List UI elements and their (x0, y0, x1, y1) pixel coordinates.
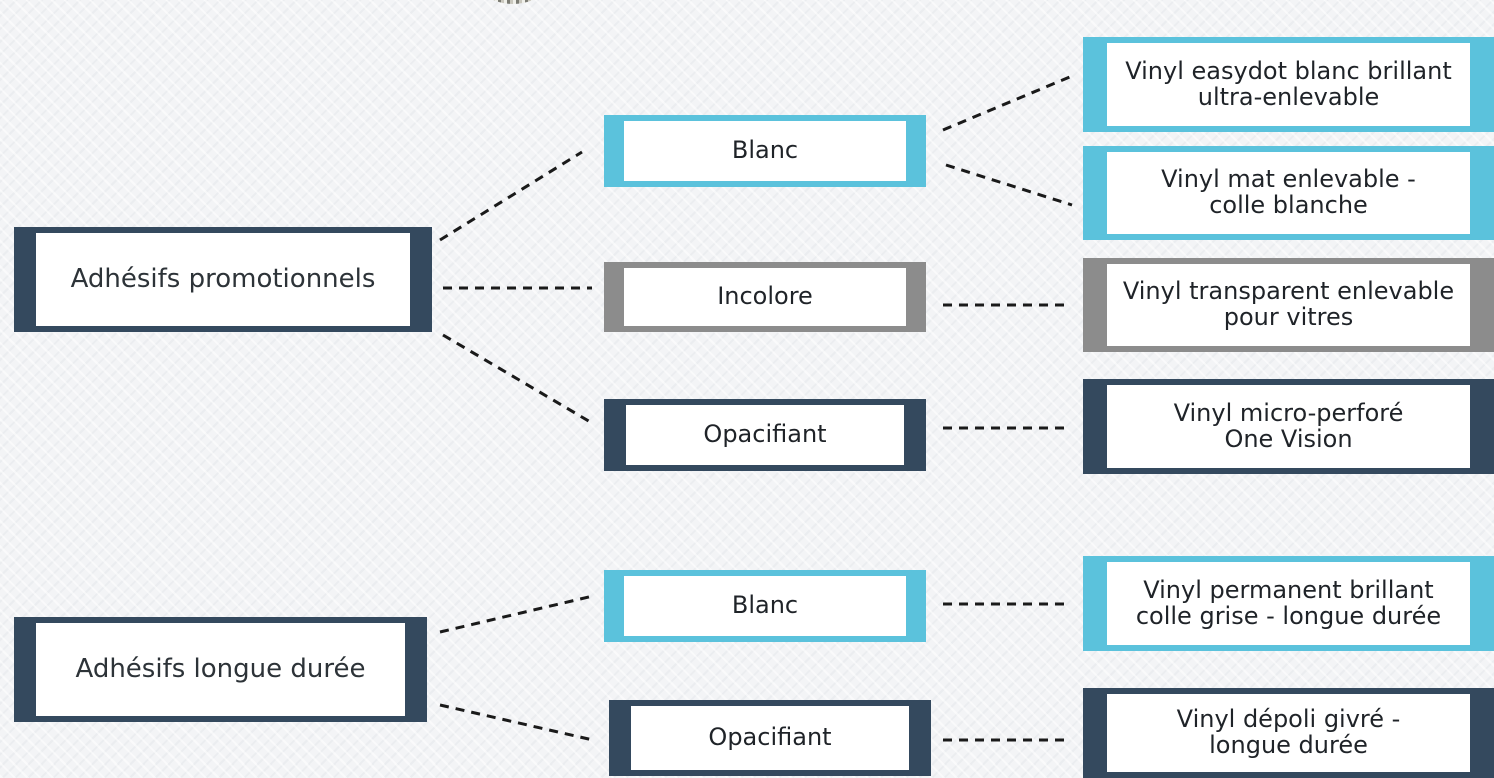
branch-opacifiant: Opacifiant (604, 399, 926, 471)
connector (439, 594, 594, 634)
branch-incolore: Incolore (604, 262, 926, 332)
category-longue-duree: Adhésifs longue durée (14, 617, 427, 722)
connector (945, 163, 1073, 207)
branch-label: Blanc (731, 591, 799, 620)
product-permanent-brillant: Vinyl permanent brillant colle grise - l… (1083, 556, 1494, 651)
branch-blanc: Blanc (604, 115, 926, 187)
product-transparent: Vinyl transparent enlevable pour vitres (1083, 258, 1494, 352)
branch-label: Incolore (717, 282, 813, 311)
branch-blanc: Blanc (604, 570, 926, 642)
branch-label: Opacifiant (703, 420, 827, 449)
product-label: Vinyl easydot blanc brillant ultra-enlev… (1125, 56, 1452, 111)
branch-opacifiant: Opacifiant (609, 700, 931, 776)
connector (439, 703, 594, 742)
connector (439, 150, 583, 242)
product-micro-perfore: Vinyl micro-perforé One Vision (1083, 379, 1494, 474)
product-label: Vinyl transparent enlevable pour vitres (1122, 277, 1455, 331)
product-label: Vinyl permanent brillant colle grise - l… (1135, 575, 1442, 630)
branch-label: Opacifiant (708, 723, 832, 752)
product-label: Vinyl mat enlevable - colle blanche (1161, 165, 1416, 219)
product-mat-enlevable: Vinyl mat enlevable - colle blanche (1083, 146, 1494, 240)
product-label: Vinyl micro-perforé One Vision (1173, 398, 1404, 453)
category-label: Adhésifs longue durée (75, 654, 366, 685)
avatar (462, 0, 564, 4)
connector (442, 333, 593, 425)
branch-label: Blanc (731, 136, 799, 165)
product-label: Vinyl dépoli givré - longue durée (1176, 705, 1401, 759)
product-easydot-blanc: Vinyl easydot blanc brillant ultra-enlev… (1083, 37, 1494, 132)
category-label: Adhésifs promotionnels (70, 264, 376, 295)
connector (942, 74, 1073, 132)
category-promotionnels: Adhésifs promotionnels (14, 227, 432, 332)
product-depoli-givre: Vinyl dépoli givré - longue durée (1083, 688, 1494, 778)
